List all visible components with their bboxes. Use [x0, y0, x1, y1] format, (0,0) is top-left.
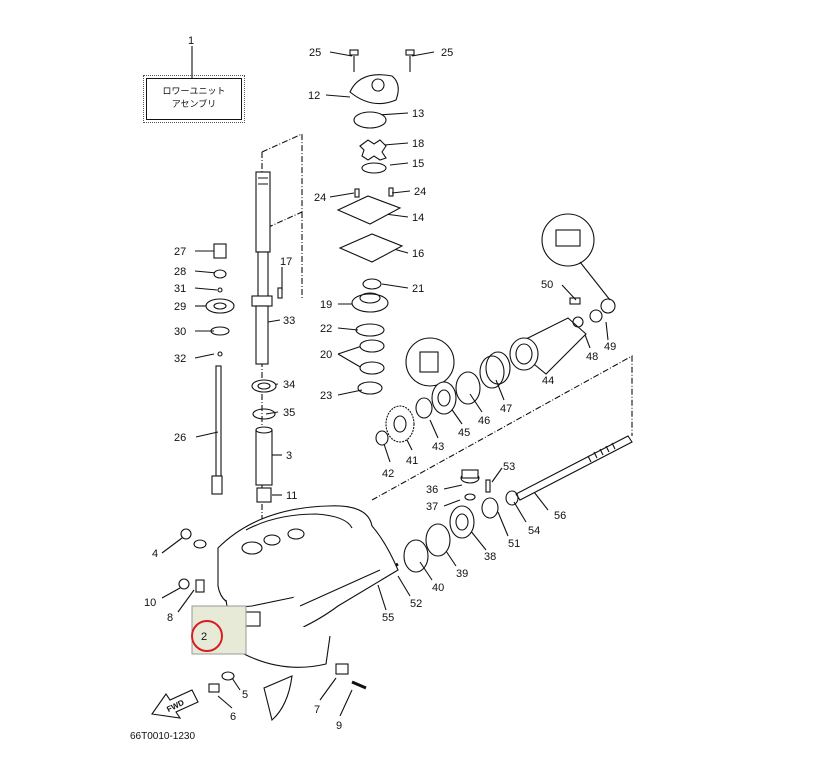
callout-18: 18	[412, 138, 424, 150]
callout-21: 21	[412, 283, 424, 295]
anode-highlight-box	[191, 605, 247, 655]
callout-56: 56	[554, 510, 566, 522]
callout-22: 22	[320, 323, 332, 335]
callout-49: 49	[604, 341, 616, 353]
anode-highlight-circle	[191, 620, 223, 652]
callout-25a: 25	[309, 47, 321, 59]
diagram-code: 66T0010-1230	[130, 731, 196, 742]
callout-39: 39	[456, 568, 468, 580]
callout-51: 51	[508, 538, 520, 550]
callout-33: 33	[283, 315, 295, 327]
title-line-1: ロワーユニット	[162, 87, 226, 97]
callout-19: 19	[320, 299, 332, 311]
callout-44: 44	[542, 375, 554, 387]
callout-2: 2	[201, 631, 207, 643]
callout-53: 53	[503, 461, 515, 473]
callout-5: 5	[242, 689, 248, 701]
callout-40: 40	[432, 582, 444, 594]
callout-31: 31	[174, 283, 186, 295]
callout-46: 46	[478, 415, 490, 427]
callout-9: 9	[336, 720, 342, 732]
callout-29: 29	[174, 301, 186, 313]
callout-6: 6	[230, 711, 236, 723]
callout-24a: 24	[314, 192, 326, 204]
callout-23: 23	[320, 390, 332, 402]
part-1-title-box: ロワーユニット アセンブリ	[143, 75, 245, 123]
callout-42: 42	[382, 468, 394, 480]
callout-13: 13	[412, 108, 424, 120]
callout-43: 43	[432, 441, 444, 453]
callout-1: 1	[188, 35, 194, 47]
callout-37: 37	[426, 501, 438, 513]
callout-28: 28	[174, 266, 186, 278]
callout-7: 7	[314, 704, 320, 716]
callout-45: 45	[458, 427, 470, 439]
callout-4: 4	[152, 548, 158, 560]
callout-52: 52	[410, 598, 422, 610]
callout-54: 54	[528, 525, 540, 537]
callout-26: 26	[174, 432, 186, 444]
callout-36: 36	[426, 484, 438, 496]
callout-3: 3	[286, 450, 292, 462]
callout-30: 30	[174, 326, 186, 338]
callout-20: 20	[320, 349, 332, 361]
callout-47: 47	[500, 403, 512, 415]
callout-50: 50	[541, 279, 553, 291]
callout-11: 11	[286, 490, 297, 502]
callout-25b: 25	[441, 47, 453, 59]
callout-34: 34	[283, 379, 295, 391]
callout-38: 38	[484, 551, 496, 563]
callout-15: 15	[412, 158, 424, 170]
callout-8: 8	[167, 612, 173, 624]
callout-32: 32	[174, 353, 186, 365]
callout-48: 48	[586, 351, 598, 363]
callout-10: 10	[144, 597, 156, 609]
callout-24b: 24	[414, 186, 426, 198]
callout-27: 27	[174, 246, 186, 258]
callout-41: 41	[406, 455, 418, 467]
title-line-2: アセンブリ	[171, 100, 217, 110]
callout-35: 35	[283, 407, 295, 419]
callout-17: 17	[280, 256, 292, 268]
callout-12: 12	[308, 90, 320, 102]
callout-16: 16	[412, 248, 424, 260]
callout-55: 55	[382, 612, 394, 624]
callout-14: 14	[412, 212, 424, 224]
